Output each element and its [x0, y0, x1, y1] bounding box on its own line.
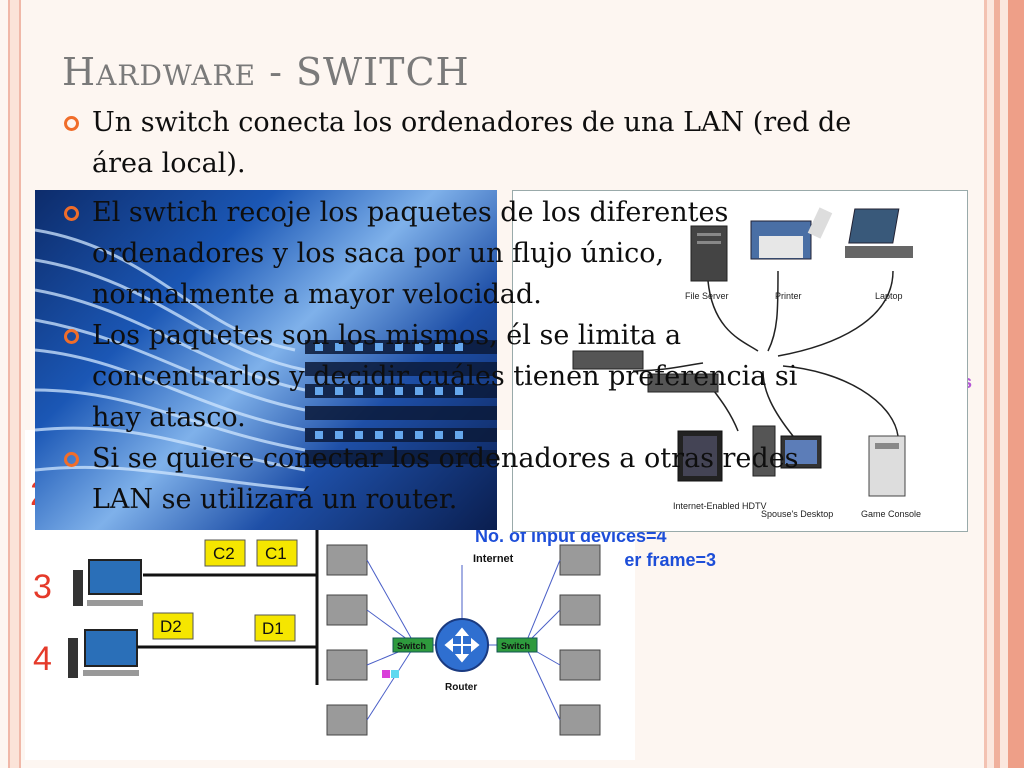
svg-text:Switch: Switch [501, 641, 530, 651]
game-console-label: Game Console [861, 509, 921, 519]
label-d1: D1 [254, 614, 296, 642]
switch-left: Switch [392, 637, 434, 653]
slide-title: Hardware - SWITCH [62, 50, 470, 94]
network-cables-photo [34, 190, 497, 530]
desktop-label: Spouse's Desktop [761, 509, 833, 519]
printer-label: Printer [775, 291, 802, 301]
bullet-text: Un switch conecta los ordenadores de una… [92, 107, 852, 179]
bullet-list: Un switch conecta los ordenadores de una… [62, 102, 852, 520]
file-server-icon [690, 225, 728, 282]
hdtv-label: Internet-Enabled HDTV [673, 501, 767, 511]
label-d2: D2 [152, 612, 194, 640]
pc-3-icon [73, 559, 143, 606]
bullet-text: El swtich recoje los paquetes de los dif… [92, 197, 729, 310]
svg-text:C1: C1 [265, 544, 287, 563]
number-3: 3 [33, 568, 52, 606]
bullet-icon [64, 452, 79, 467]
right-border [978, 0, 1024, 768]
left-border [8, 0, 21, 768]
pc-4-icon [68, 629, 139, 678]
internet-label: Internet [473, 553, 514, 565]
home-network-diagram: File Server Printer Laptop Internet-Enab… [512, 190, 968, 532]
switch-right: Switch [496, 637, 538, 653]
title-suffix: - SWITCH [256, 50, 470, 94]
svg-text:Router: Router [445, 682, 477, 693]
hdtv-icon [677, 430, 723, 482]
bullet-item: Un switch conecta los ordenadores de una… [62, 102, 852, 184]
svg-text:D2: D2 [160, 617, 182, 636]
file-server-label: File Server [685, 291, 729, 301]
cables-illustration [34, 228, 497, 492]
bullet-icon [64, 206, 79, 221]
title-smallcaps: ardware [96, 59, 257, 92]
bullet-item: Los paquetes son los mismos, él se limit… [62, 315, 852, 438]
laptop-label: Laptop [875, 291, 903, 301]
svg-text:Switch: Switch [397, 641, 426, 651]
bullet-text: Si se quiere conectar los ordenadores a … [92, 443, 799, 515]
desktop-icon [752, 425, 822, 477]
label-c1: C1 [256, 539, 298, 567]
laptop-icon [845, 208, 913, 258]
title-first-letter: H [62, 50, 97, 94]
bullet-icon [64, 329, 79, 344]
number-4: 4 [33, 640, 52, 678]
bullet-item: El swtich recoje los paquetes de los dif… [62, 192, 852, 315]
bullet-icon [64, 116, 79, 131]
overlay-frame: er frame=3 [624, 550, 716, 570]
label-c2: C2 [204, 539, 246, 567]
svg-text:C2: C2 [213, 544, 235, 563]
game-console-icon [868, 435, 906, 497]
router-icon: Router [435, 618, 489, 693]
printer-icon [750, 207, 833, 260]
svg-text:D1: D1 [262, 619, 284, 638]
bullet-text: Los paquetes son los mismos, él se limit… [92, 320, 798, 433]
bullet-item: Si se quiere conectar los ordenadores a … [62, 438, 852, 520]
